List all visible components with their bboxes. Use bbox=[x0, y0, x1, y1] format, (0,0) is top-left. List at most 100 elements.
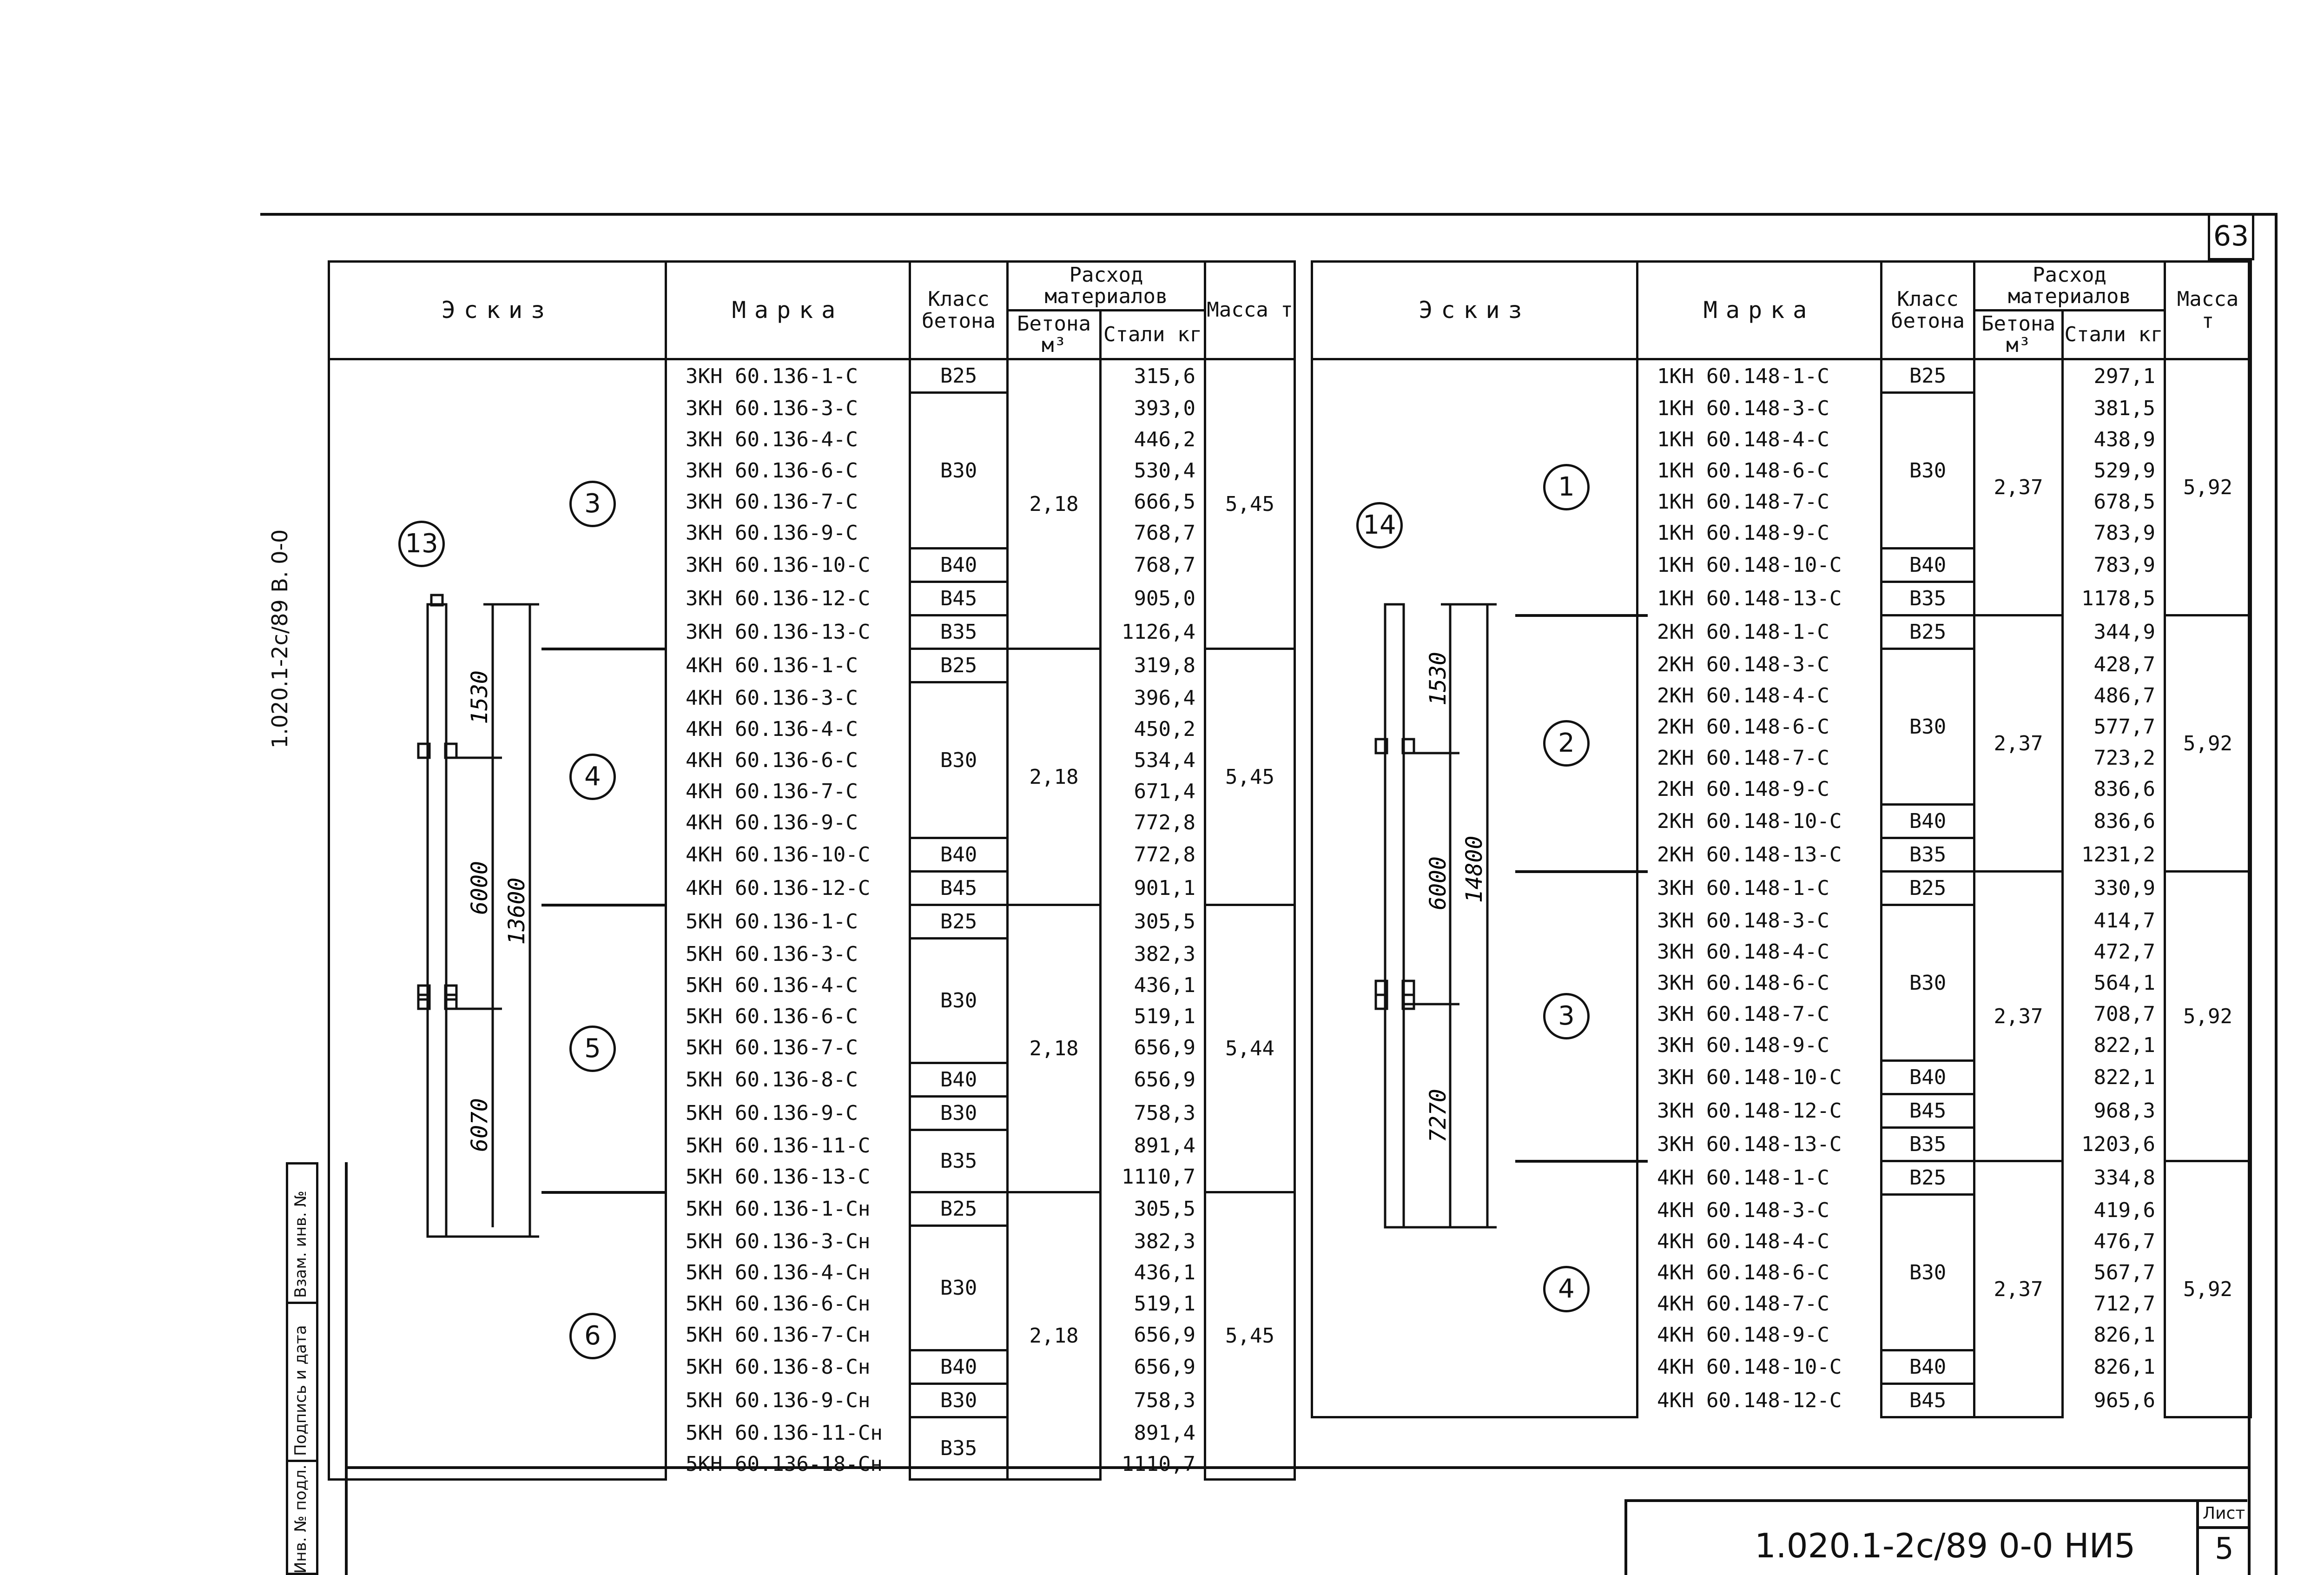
class-cell: В30 bbox=[1880, 648, 1975, 806]
class-cell: В25 bbox=[909, 648, 1009, 683]
mark-cell: 3КН 60.136-13-С bbox=[665, 615, 911, 649]
mark-cell: 3КН 60.148-9-С bbox=[1636, 1029, 1882, 1061]
steel-cell: 330,9 bbox=[2061, 871, 2166, 905]
group-circle: 6 bbox=[569, 1312, 616, 1359]
col-mark-header: Марка bbox=[665, 260, 911, 360]
steel-cell: 529,9 bbox=[2061, 455, 2166, 486]
steel-cell: 382,3 bbox=[1099, 1225, 1206, 1257]
class-cell: В30 bbox=[909, 1383, 1009, 1418]
concrete-cell: 2,18 bbox=[1006, 1191, 1102, 1481]
mark-cell: 5КН 60.136-11-Сн bbox=[665, 1417, 911, 1449]
steel-cell: 826,1 bbox=[2061, 1319, 2166, 1350]
steel-cell: 486,7 bbox=[2061, 680, 2166, 711]
mark-cell: 1КН 60.148-6-С bbox=[1636, 455, 1882, 486]
mark-cell: 5КН 60.136-3-Сн bbox=[665, 1225, 911, 1257]
left-column-sketch: 1530 6000 6070 13600 bbox=[417, 594, 539, 1238]
concrete-cell: 2,18 bbox=[1006, 904, 1102, 1193]
sheet-number-box: 63 bbox=[2208, 215, 2254, 260]
steel-cell: 577,7 bbox=[2061, 711, 2166, 742]
steel-cell: 534,4 bbox=[1099, 744, 1206, 776]
steel-cell: 1110,7 bbox=[1099, 1448, 1206, 1480]
class-cell: В30 bbox=[909, 1224, 1009, 1351]
mass-cell: 5,92 bbox=[2164, 358, 2252, 616]
mark-cell: 4КН 60.148-10-С bbox=[1636, 1350, 1882, 1384]
mark-cell: 2КН 60.148-7-С bbox=[1636, 742, 1882, 774]
mark-cell: 5КН 60.136-4-С bbox=[665, 969, 911, 1001]
mark-cell: 5КН 60.136-1-Сн bbox=[665, 1192, 911, 1226]
class-cell: В30 bbox=[909, 1095, 1009, 1131]
class-cell: В30 bbox=[1880, 904, 1975, 1062]
mark-cell: 5КН 60.136-3-С bbox=[665, 938, 911, 970]
table-row: 1КН 60.148-6-С 529,9 bbox=[1312, 455, 2251, 486]
mark-cell: 4КН 60.148-3-С bbox=[1636, 1194, 1882, 1226]
mass-cell: 5,92 bbox=[2164, 614, 2252, 873]
class-cell: В35 bbox=[909, 1129, 1009, 1193]
steel-cell: 382,3 bbox=[1099, 938, 1206, 970]
mark-cell: 3КН 60.136-6-С bbox=[665, 455, 911, 486]
group-divider bbox=[541, 1191, 665, 1194]
steel-cell: 476,7 bbox=[2061, 1225, 2166, 1257]
steel-cell: 768,7 bbox=[1099, 517, 1206, 549]
mark-cell: 1КН 60.148-9-С bbox=[1636, 517, 1882, 549]
class-cell: В25 bbox=[909, 904, 1009, 940]
right-dim-4: 14800 bbox=[1461, 836, 1487, 903]
stamp-field-replaced: Взам. инв. № bbox=[291, 1191, 310, 1298]
steel-cell: 656,9 bbox=[1099, 1063, 1206, 1097]
col-mass-header: Масса т bbox=[2164, 260, 2252, 360]
steel-cell: 450,2 bbox=[1099, 713, 1206, 745]
col-class-header: Класс бетона bbox=[1880, 260, 1975, 360]
steel-cell: 1178,5 bbox=[2061, 582, 2166, 615]
mark-cell: 5КН 60.136-13-С bbox=[665, 1161, 911, 1192]
frame-top-line bbox=[260, 213, 2278, 216]
right-sketch-circle: 14 bbox=[1356, 502, 1403, 549]
steel-cell: 297,1 bbox=[2061, 359, 2166, 393]
group-divider bbox=[1515, 614, 1648, 617]
left-dim-3: 6070 bbox=[467, 1098, 493, 1152]
steel-cell: 783,9 bbox=[2061, 548, 2166, 582]
mass-cell: 5,45 bbox=[1204, 1191, 1296, 1481]
steel-cell: 836,6 bbox=[2061, 773, 2166, 805]
mark-cell: 3КН 60.148-13-С bbox=[1636, 1127, 1882, 1161]
right-dim-1: 1530 bbox=[1425, 652, 1451, 706]
col-concrete-header: Бетона м³ bbox=[1006, 309, 1102, 360]
col-consumption-header: Расход материалов bbox=[1973, 260, 2166, 311]
col-class-header: Класс бетона bbox=[909, 260, 1009, 360]
class-cell: В40 bbox=[1880, 803, 1975, 839]
steel-cell: 891,4 bbox=[1099, 1417, 1206, 1449]
class-cell: В35 bbox=[1880, 837, 1975, 873]
steel-cell: 1231,2 bbox=[2061, 838, 2166, 872]
steel-cell: 772,8 bbox=[1099, 838, 1206, 872]
concrete-cell: 2,37 bbox=[1973, 614, 2064, 873]
mark-cell: 1КН 60.148-13-С bbox=[1636, 582, 1882, 615]
concrete-cell: 2,37 bbox=[1973, 870, 2064, 1162]
steel-cell: 519,1 bbox=[1099, 1288, 1206, 1319]
class-cell: В35 bbox=[909, 614, 1009, 650]
title-sheet-value: 5 bbox=[2215, 1532, 2234, 1566]
class-cell: В40 bbox=[909, 1062, 1009, 1098]
group-circle: 2 bbox=[1543, 720, 1590, 767]
mark-cell: 3КН 60.136-10-С bbox=[665, 548, 911, 582]
steel-cell: 768,7 bbox=[1099, 548, 1206, 582]
